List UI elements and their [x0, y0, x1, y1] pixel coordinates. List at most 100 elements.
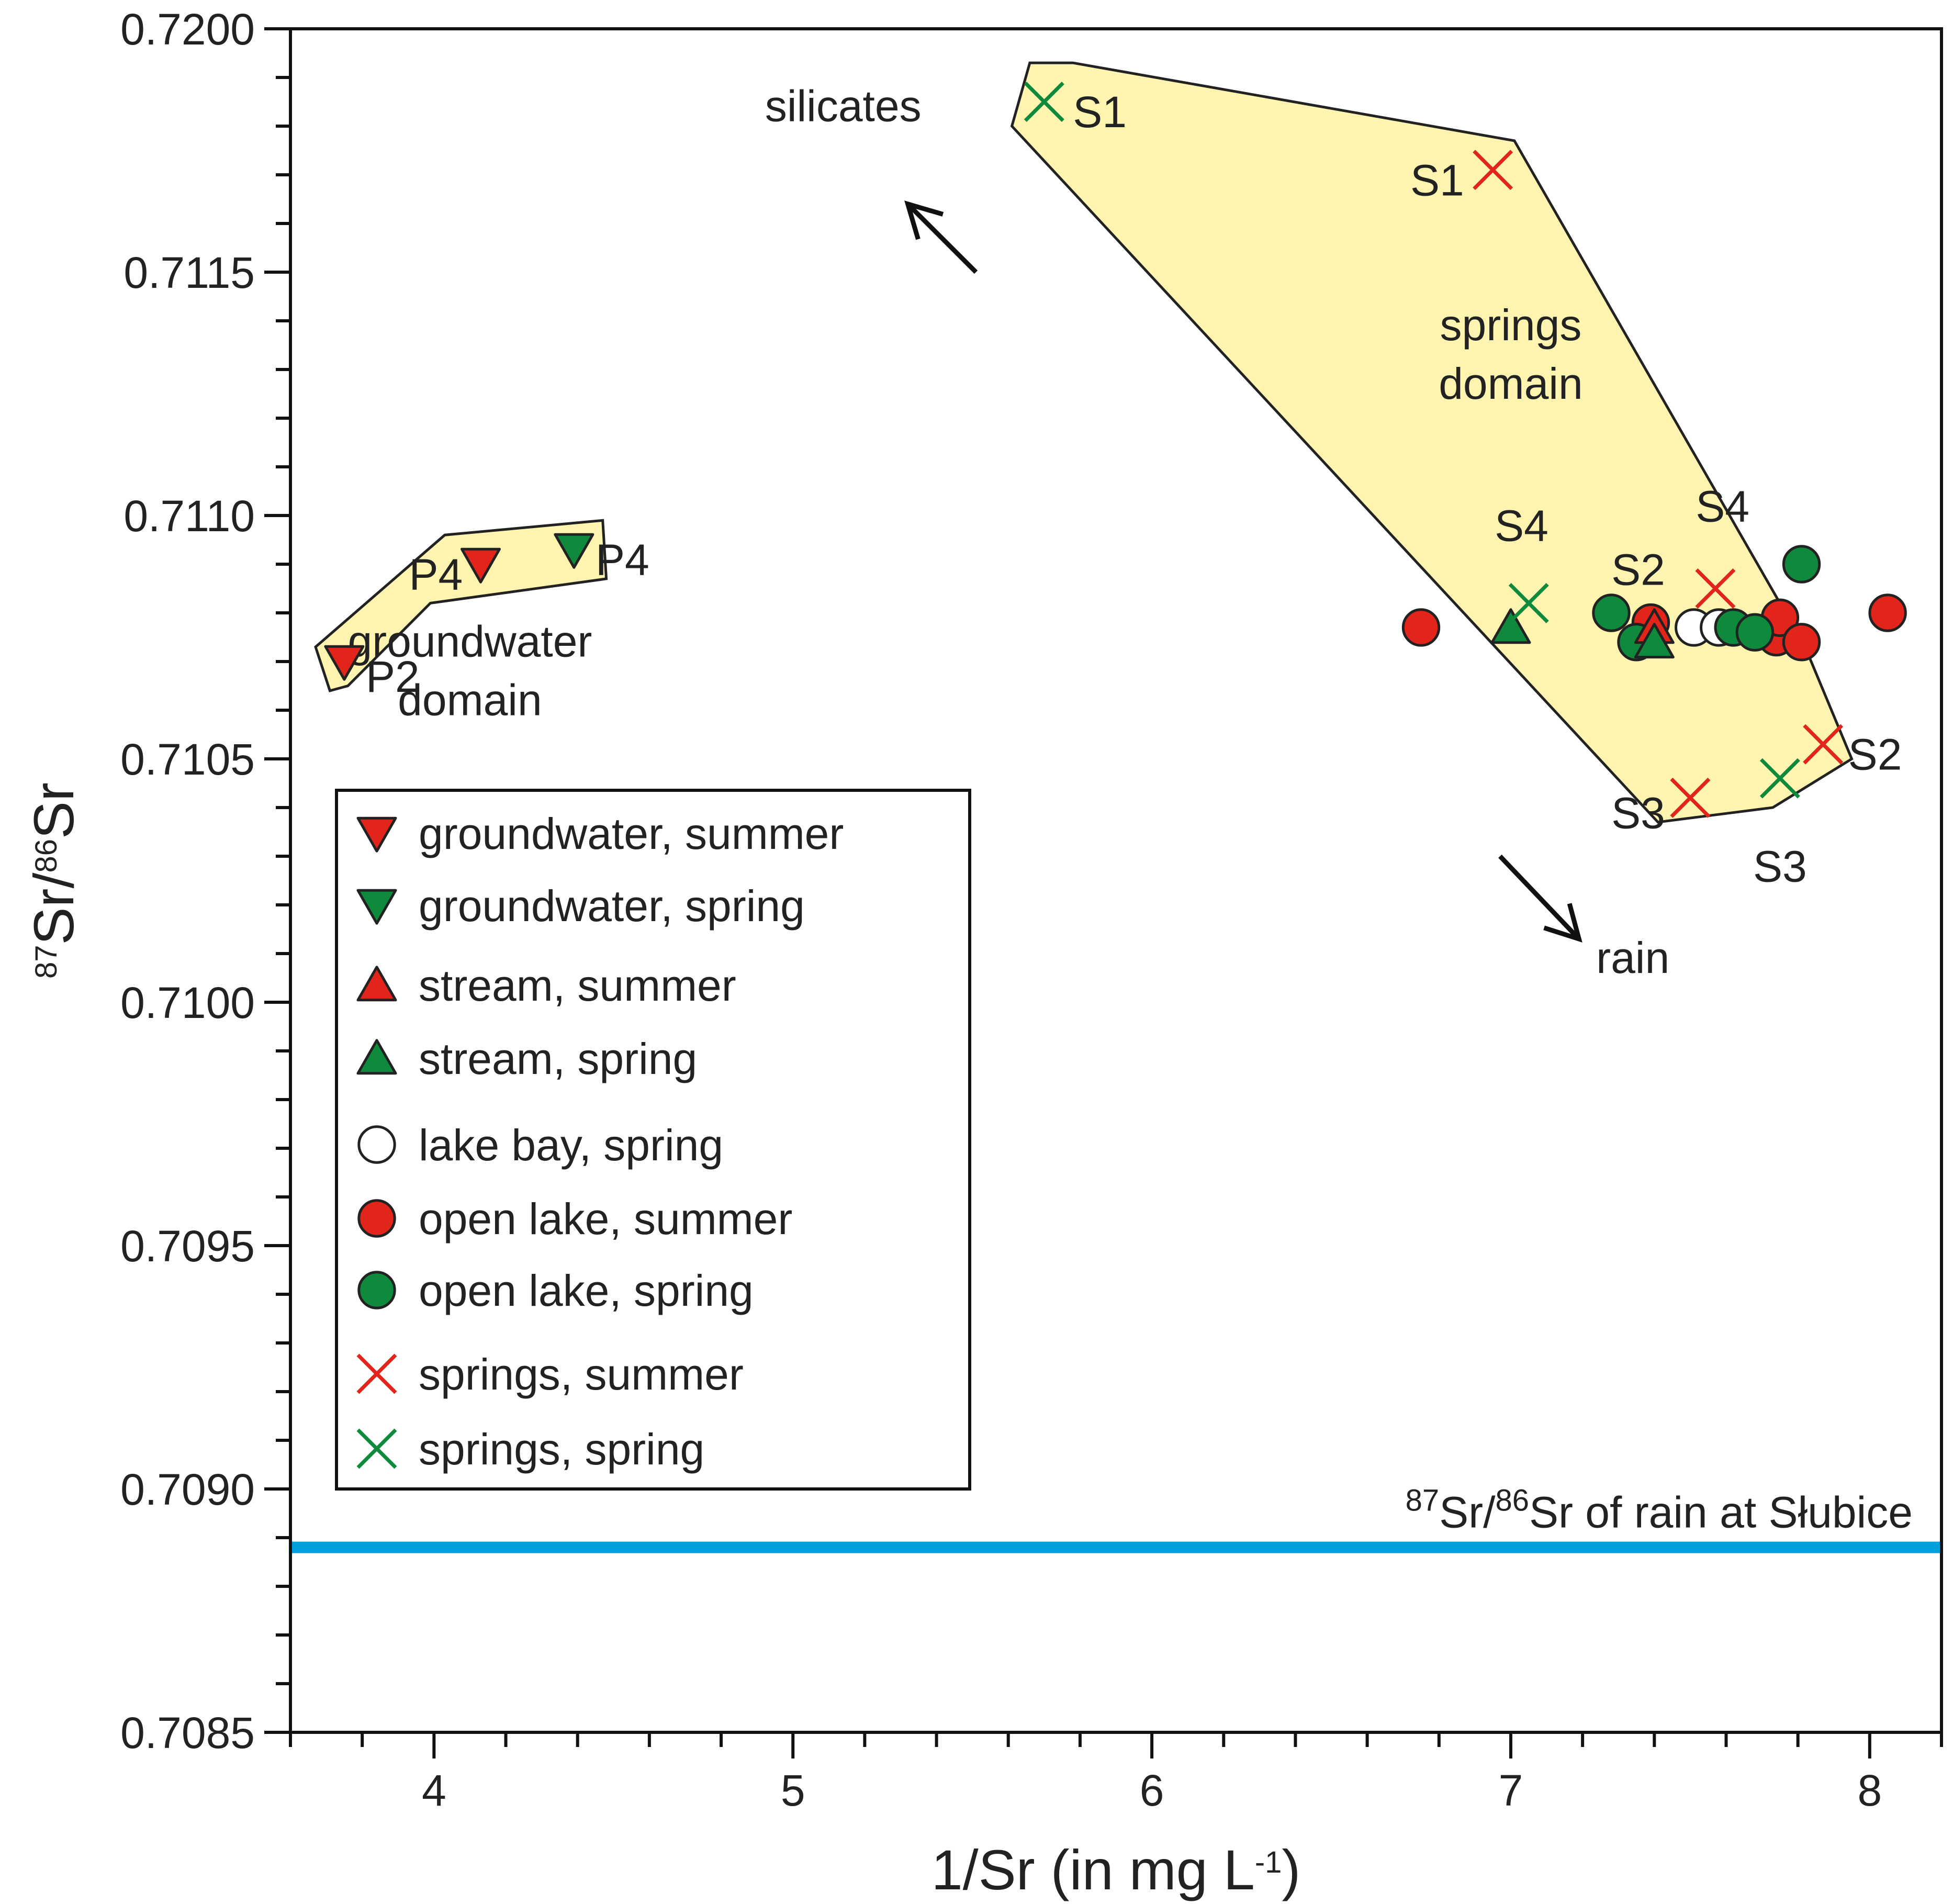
domain-label-line: domain: [398, 676, 542, 725]
point-label-s4: S4: [1495, 501, 1548, 551]
legend-marker-springs-spring: [356, 1428, 397, 1469]
reference-line-group: 87Sr/86Sr of rain at Słubice: [290, 1483, 1941, 1553]
x-tick-label: 4: [422, 1766, 446, 1815]
point-springs-spring-stroke-b: [1024, 82, 1064, 122]
ref-label-mid: Sr/: [1439, 1488, 1496, 1537]
point-label-p2: P2: [366, 652, 420, 701]
point-label-s1: S1: [1410, 155, 1464, 205]
legend-label-springs-spring: springs, spring: [419, 1425, 704, 1474]
point-label-s2: S2: [1611, 545, 1665, 594]
x-axis-title-main: 1/Sr (in mg L: [931, 1838, 1255, 1901]
domain-label-line: domain: [1439, 359, 1583, 408]
annotation-rain: rain: [1596, 933, 1669, 982]
point-label-s4: S4: [1696, 481, 1749, 531]
y-tick-label: 0.7090: [120, 1465, 255, 1514]
plot-frame: [289, 27, 1943, 1734]
point-springs-summer: [1473, 150, 1513, 191]
x-tick-label: 7: [1499, 1766, 1523, 1815]
ref-label-end: Sr of rain at Słubice: [1529, 1488, 1913, 1537]
point-groundwater-spring: [554, 533, 594, 569]
point-open-lake-summer: [1401, 608, 1441, 647]
legend-marker-stream-spring: [356, 1039, 397, 1075]
legend-marker-springs-summer: [356, 1353, 397, 1394]
domain-polygon: [314, 519, 608, 692]
y-tick-label: 0.7110: [124, 491, 255, 541]
y-axis-title-sup1: 87: [29, 945, 63, 979]
legend-marker-springs-summer-stroke-b: [356, 1353, 397, 1394]
domain-label-line: groundwater: [347, 617, 592, 666]
y-axis-title-mid: Sr/: [22, 872, 85, 945]
domain-label-line: springs: [1440, 300, 1582, 350]
legend-marker-open-lake-summer: [357, 1199, 396, 1238]
legend-marker-groundwater-spring: [356, 889, 397, 925]
point-springs-spring-stroke-b: [1508, 583, 1549, 623]
arrow-head: [904, 200, 944, 240]
rain-reference-label: 87Sr/86Sr of rain at Słubice: [1406, 1483, 1913, 1537]
point-open-lake-summer: [1868, 593, 1907, 632]
x-tick-label: 6: [1140, 1766, 1164, 1815]
legend-marker-stream-summer: [356, 966, 397, 1002]
point-springs-summer-stroke-b: [1473, 150, 1513, 191]
legend-label-stream-spring: stream, spring: [419, 1034, 697, 1083]
legend-label-groundwater-summer: groundwater, summer: [419, 809, 844, 858]
point-label-s3: S3: [1753, 842, 1807, 891]
arrow-shaft: [906, 202, 978, 274]
point-springs-summer-stroke-b: [1803, 724, 1844, 765]
legend-label-open-lake-summer: open lake, summer: [419, 1194, 792, 1244]
point-stream-spring: [1490, 608, 1531, 644]
y-tick-label: 0.7105: [120, 735, 255, 784]
point-springs-spring: [1759, 758, 1800, 799]
x-axis-title-sup: -1: [1255, 1845, 1282, 1879]
point-stream-spring: [1634, 623, 1675, 659]
point-label-s1: S1: [1073, 87, 1127, 137]
y-axis-title-sup2: 86: [29, 839, 63, 873]
point-springs-summer-stroke-b: [1695, 568, 1736, 609]
point-groundwater-summer: [461, 547, 501, 584]
legend-marker-springs-spring-stroke-b: [356, 1428, 397, 1469]
legend-marker-lake-bay-spring: [357, 1125, 396, 1164]
point-label-p4: P4: [596, 535, 649, 585]
legend-label-stream-summer: stream, summer: [419, 961, 736, 1010]
annotations: silicates rain: [765, 82, 1669, 982]
legend-marker-groundwater-summer: [356, 816, 397, 853]
ref-label-sup2: 86: [1495, 1483, 1529, 1517]
x-tick-label: 8: [1857, 1766, 1882, 1815]
point-open-lake-spring: [1782, 545, 1821, 584]
point-label-p4: P4: [409, 550, 463, 599]
y-tick-label: 0.7200: [120, 5, 255, 54]
arrow-head: [1543, 903, 1582, 943]
point-open-lake-summer: [1782, 623, 1821, 662]
point-springs-summer: [1670, 777, 1711, 818]
legend-box: [335, 789, 971, 1491]
x-axis-title: 1/Sr (in mg L-1): [931, 1838, 1301, 1901]
point-label-s3: S3: [1611, 788, 1665, 837]
legend-label-springs-summer: springs, summer: [419, 1350, 744, 1399]
y-tick-label: 0.7115: [124, 248, 255, 297]
domain-label: springs domain: [1439, 300, 1583, 408]
arrow-shaft: [1498, 854, 1581, 941]
legend-marker-open-lake-spring: [357, 1271, 396, 1309]
y-axis-title-end: Sr: [22, 782, 85, 839]
data-points: [324, 82, 1907, 818]
annotation-silicates: silicates: [765, 82, 922, 131]
y-axis-title: 87Sr/86Sr: [22, 782, 85, 979]
domain-label: groundwater domain: [347, 617, 592, 725]
point-open-lake-spring: [1592, 593, 1631, 632]
y-tick-label: 0.7095: [120, 1222, 255, 1271]
legend-label-open-lake-spring: open lake, spring: [419, 1266, 754, 1315]
y-tick-label: 0.7085: [120, 1708, 255, 1757]
point-springs-spring: [1024, 82, 1064, 122]
x-axis-title-close: ): [1282, 1838, 1300, 1901]
point-label-s2: S2: [1848, 730, 1902, 779]
legend-label-lake-bay-spring: lake bay, spring: [419, 1121, 723, 1170]
point-springs-spring: [1508, 583, 1549, 623]
ref-label-sup1: 87: [1406, 1483, 1440, 1517]
point-springs-summer: [1695, 568, 1736, 609]
domain-polygons: springs domain groundwater domain: [314, 61, 1854, 824]
point-open-lake-spring: [1735, 613, 1775, 652]
axes: 0.70850.70900.70950.71000.71050.71100.71…: [120, 5, 1943, 1815]
point-springs-spring-stroke-b: [1759, 758, 1800, 799]
